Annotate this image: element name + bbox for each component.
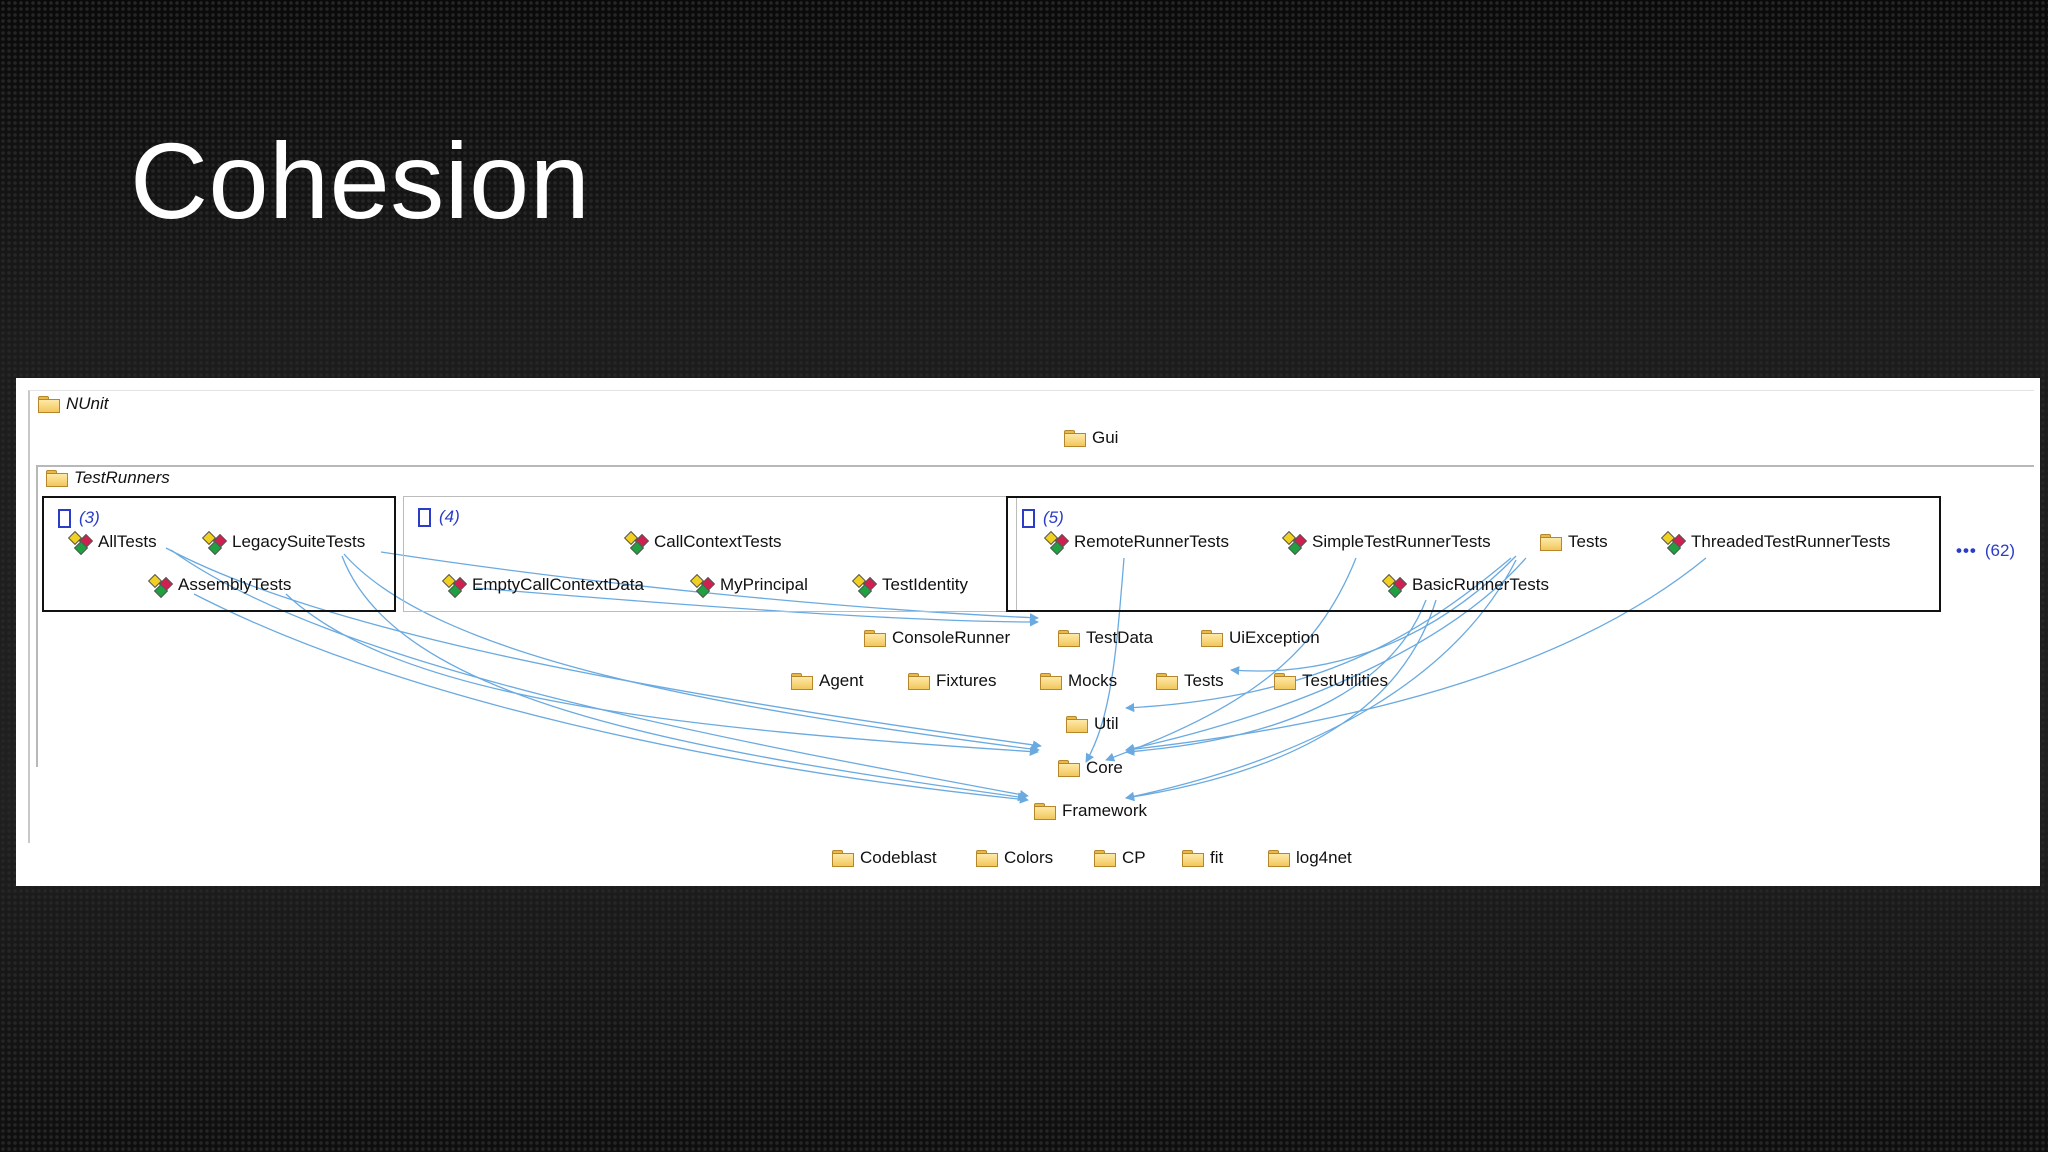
class-icon xyxy=(689,573,716,599)
package-testutilities[interactable]: TestUtilities xyxy=(1274,671,1388,691)
package-testdata[interactable]: TestData xyxy=(1058,628,1153,648)
package-log4net[interactable]: log4net xyxy=(1268,848,1352,868)
folder-icon xyxy=(46,470,68,487)
package-core[interactable]: Core xyxy=(1058,758,1123,778)
package-fit[interactable]: fit xyxy=(1182,848,1223,868)
class-icon xyxy=(1281,530,1308,556)
group-square-icon xyxy=(58,508,71,528)
package-colors[interactable]: Colors xyxy=(976,848,1053,868)
folder-icon xyxy=(1040,673,1062,690)
folder-icon xyxy=(1064,430,1086,447)
slide-title: Cohesion xyxy=(130,120,591,241)
package-tests[interactable]: Tests xyxy=(1156,671,1224,691)
testrunners-frame xyxy=(36,465,2034,767)
class-icon xyxy=(67,530,94,556)
folder-icon xyxy=(1094,850,1116,867)
class-icon xyxy=(851,573,878,599)
folder-icon xyxy=(1274,673,1296,690)
class-emptycallcontextdata[interactable]: EmptyCallContextData xyxy=(441,573,644,599)
folder-icon xyxy=(1268,850,1290,867)
package-mocks[interactable]: Mocks xyxy=(1040,671,1117,691)
package-codeblast[interactable]: Codeblast xyxy=(832,848,937,868)
more-indicator[interactable]: ••• (62) xyxy=(1956,541,2016,560)
dependency-diagram: NUnit Gui TestRunners (3) AllTests Legac… xyxy=(16,378,2040,886)
package-framework[interactable]: Framework xyxy=(1034,801,1147,821)
package-fixtures[interactable]: Fixtures xyxy=(908,671,996,691)
folder-icon xyxy=(1201,630,1223,647)
folder-icon xyxy=(1182,850,1204,867)
package-consolerunner[interactable]: ConsoleRunner xyxy=(864,628,1010,648)
folder-icon xyxy=(1034,803,1056,820)
folder-icon xyxy=(1066,716,1088,733)
folder-icon xyxy=(908,673,930,690)
group-4[interactable]: (4) xyxy=(403,496,1017,612)
gui-package[interactable]: Gui xyxy=(1064,428,1118,448)
nunit-package[interactable]: NUnit xyxy=(38,394,109,414)
package-tests-group5[interactable]: Tests xyxy=(1540,532,1608,552)
class-basicrunnertests[interactable]: BasicRunnerTests xyxy=(1381,573,1549,599)
class-icon xyxy=(441,573,468,599)
group-5[interactable]: (5) xyxy=(1006,496,1941,612)
group-count: (3) xyxy=(58,508,100,528)
class-remoterunnertests[interactable]: RemoteRunnerTests xyxy=(1043,530,1229,556)
group-square-icon xyxy=(418,507,431,527)
class-icon xyxy=(147,573,174,599)
group-square-icon xyxy=(1022,508,1035,528)
class-icon xyxy=(1043,530,1070,556)
nunit-frame xyxy=(28,390,2034,843)
class-simpletestrunnertests[interactable]: SimpleTestRunnerTests xyxy=(1281,530,1491,556)
folder-icon xyxy=(864,630,886,647)
class-legacysuitetests[interactable]: LegacySuiteTests xyxy=(201,530,365,556)
package-util[interactable]: Util xyxy=(1066,714,1119,734)
class-icon xyxy=(201,530,228,556)
class-testidentity[interactable]: TestIdentity xyxy=(851,573,968,599)
class-callcontexttests[interactable]: CallContextTests xyxy=(623,530,782,556)
folder-icon xyxy=(1540,534,1562,551)
group-count: (5) xyxy=(1022,508,1064,528)
folder-icon xyxy=(1058,760,1080,777)
folder-icon xyxy=(791,673,813,690)
class-assemblytests[interactable]: AssemblyTests xyxy=(147,573,291,599)
group-count: (4) xyxy=(418,507,460,527)
folder-icon xyxy=(1058,630,1080,647)
package-cp[interactable]: CP xyxy=(1094,848,1146,868)
folder-icon xyxy=(38,396,60,413)
ellipsis-icon: ••• xyxy=(1956,541,1977,560)
group-3[interactable]: (3) xyxy=(42,496,396,612)
folder-icon xyxy=(976,850,998,867)
testrunners-package[interactable]: TestRunners xyxy=(46,468,170,488)
class-icon xyxy=(623,530,650,556)
class-myprincipal[interactable]: MyPrincipal xyxy=(689,573,808,599)
package-agent[interactable]: Agent xyxy=(791,671,863,691)
folder-icon xyxy=(1156,673,1178,690)
class-icon xyxy=(1660,530,1687,556)
class-threadedtestrunnertests[interactable]: ThreadedTestRunnerTests xyxy=(1660,530,1890,556)
package-uiexception[interactable]: UiException xyxy=(1201,628,1320,648)
class-alltests[interactable]: AllTests xyxy=(67,530,157,556)
class-icon xyxy=(1381,573,1408,599)
folder-icon xyxy=(832,850,854,867)
